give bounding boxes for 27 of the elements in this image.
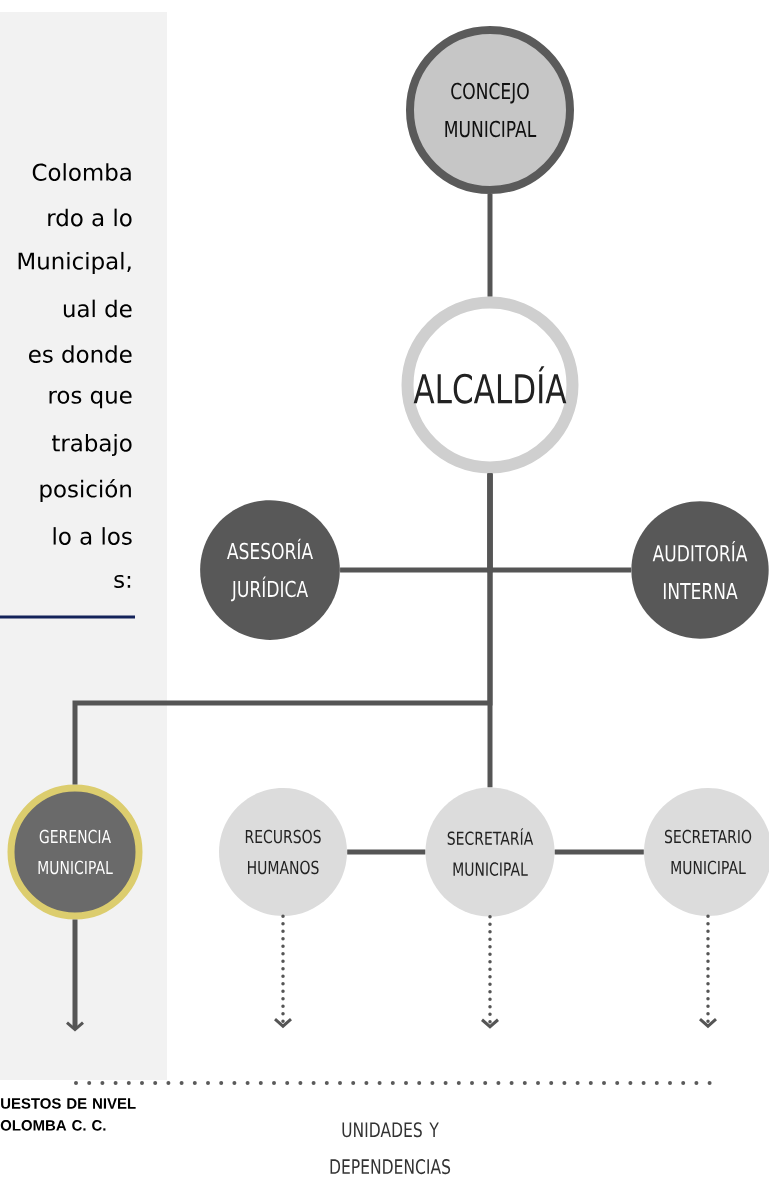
connector [481, 915, 499, 1029]
circle-node: SECRETARÍA MUNICIPAL [425, 787, 555, 917]
paragraph-line: posición [40, 478, 131, 503]
connector [347, 849, 426, 855]
paragraph-line: Municipal, [18, 251, 131, 275]
paragraph-line: lo a los [53, 527, 132, 545]
connector [487, 194, 493, 297]
connector [554, 849, 644, 855]
circle-node: ASESORÍA JURÍDICA [200, 500, 340, 640]
paragraph-line: Colomba [32, 163, 131, 181]
paragraph-line: ual de [63, 299, 132, 318]
caption: UESTOS DE NIVEL OLOMBA C. C. [0, 1098, 136, 1131]
connector [274, 914, 292, 1029]
circle-node: GERENCIA MUNICIPAL [7, 784, 143, 920]
caption: UNIDADES Y DEPENDENCIAS [330, 1122, 451, 1175]
paragraph-line: rdo a lo [48, 208, 132, 227]
paragraph-line: s: [114, 574, 131, 589]
circle-node: RECURSOS HUMANOS [219, 788, 347, 916]
circle-node: ALCALDÍA [401, 296, 579, 474]
paragraph-line: es donde [29, 345, 132, 363]
connector [699, 914, 717, 1029]
circle-node: AUDITORÍA INTERNA [631, 501, 769, 639]
circle-node: CONCEJO MUNICIPAL [406, 26, 574, 194]
paragraph-line: ros que [49, 390, 132, 409]
connector [487, 473, 493, 788]
connector [66, 919, 84, 1032]
paragraph-line: trabajo [52, 433, 132, 457]
